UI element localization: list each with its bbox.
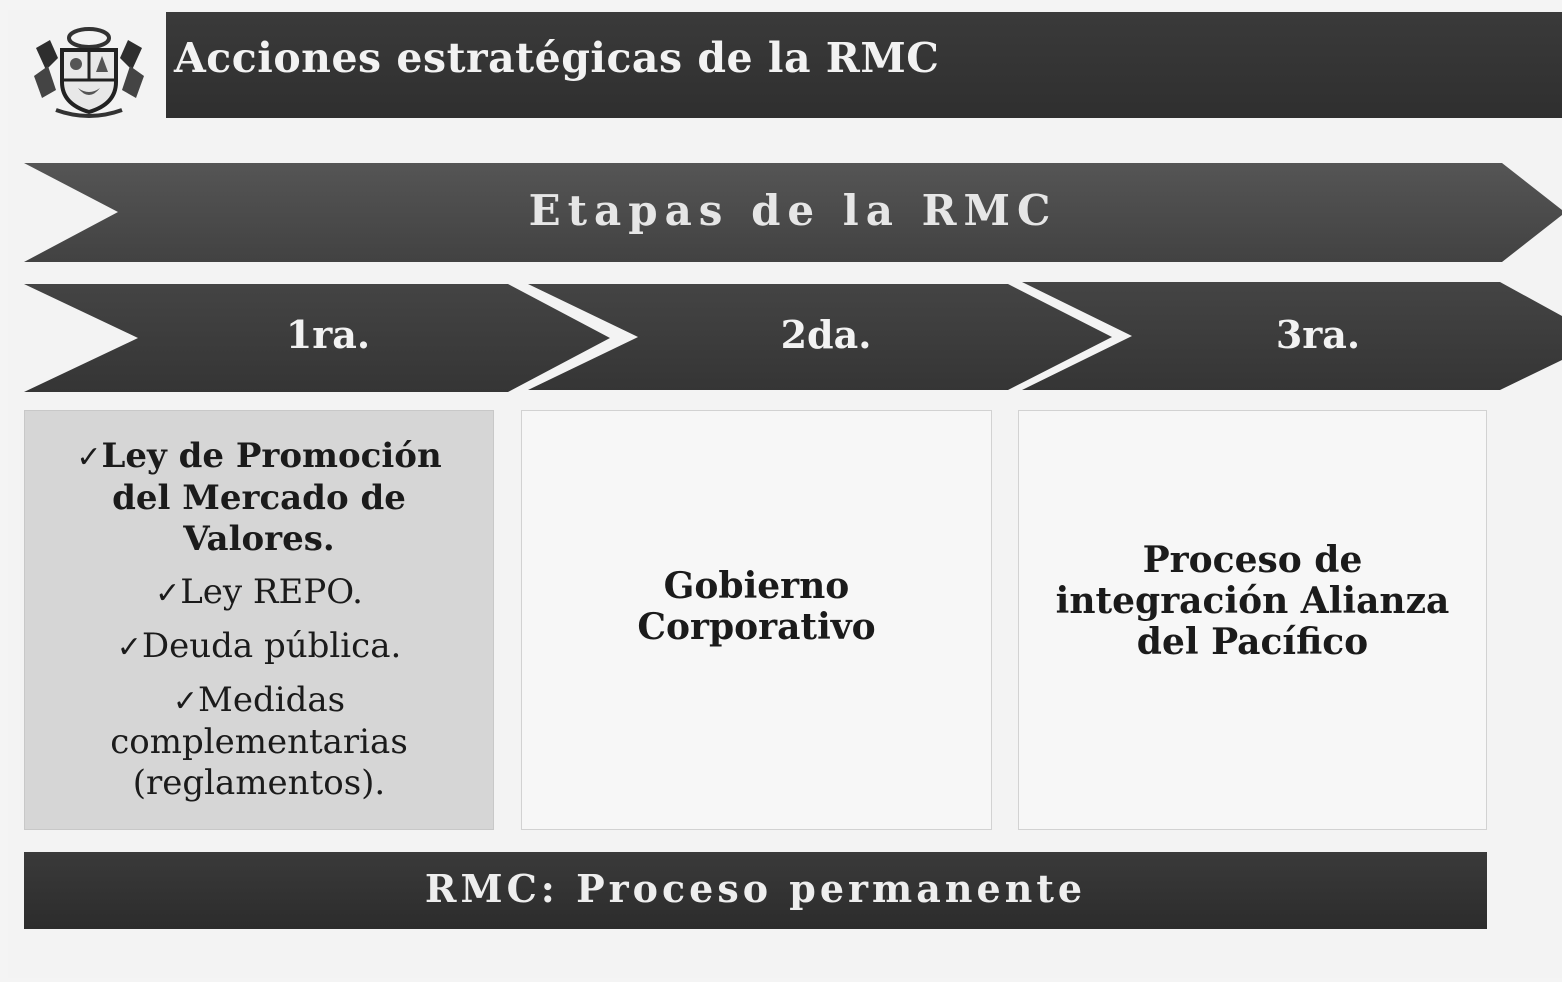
stage-2-text: Gobierno Corporativo <box>637 565 876 648</box>
etapas-title: Etapas de la RMC <box>528 186 1058 235</box>
stage-3-label: 3ra. <box>1275 312 1361 357</box>
check-icon: ✓ <box>116 630 142 665</box>
stage-2-arrow <box>528 284 1112 390</box>
check-icon: ✓ <box>172 684 199 719</box>
check-icon: ✓ <box>76 440 102 475</box>
check-icon: ✓ <box>155 576 181 611</box>
stage-3-text: Proceso de integración Alianza del Pacíf… <box>1055 538 1450 663</box>
stage-2-label: 2da. <box>780 312 872 357</box>
etapas-banner-arrow <box>24 163 1562 262</box>
stage-1-item: ✓Ley REPO. <box>155 572 363 612</box>
peru-coat-of-arms-icon <box>34 27 144 118</box>
stage-1-item: ✓Medidas complementarias (reglamentos). <box>110 680 408 803</box>
stage-3-arrow <box>1022 282 1562 390</box>
footer-text: RMC: Proceso permanente <box>424 866 1087 911</box>
stage-2-panel: Gobierno Corporativo <box>521 410 992 830</box>
stage-1-item: ✓Ley de Promoción del Mercado de Valores… <box>76 436 442 559</box>
stage-1-label: 1ra. <box>285 312 371 357</box>
page-title: Acciones estratégicas de la RMC <box>174 34 940 82</box>
footer-bar <box>24 852 1487 929</box>
stage-1-arrow <box>24 284 610 392</box>
stage-1-panel: ✓Ley de Promoción del Mercado de Valores… <box>24 410 494 830</box>
stage-1-item: ✓Deuda pública. <box>116 626 402 666</box>
stage-3-panel: Proceso de integración Alianza del Pacíf… <box>1018 410 1487 830</box>
header-bar <box>166 12 1562 118</box>
